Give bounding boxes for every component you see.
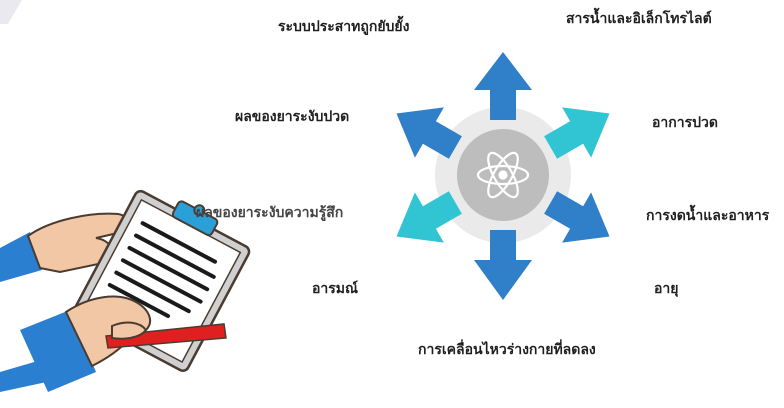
factor-hub-diagram xyxy=(396,52,610,300)
factor-label-top-right: สารน้ำและอิเล็กโทรไลต์ xyxy=(566,11,712,27)
factor-label-mid-right: อาการปวด xyxy=(652,115,718,131)
clipboard-hand-illustration xyxy=(0,189,251,392)
factor-label-low-left: ผลของยาระงับความรู้สึก xyxy=(196,205,344,221)
factor-label-low-right: การงดน้ำและอาหาร xyxy=(646,208,770,224)
factor-label-bot-right: อายุ xyxy=(654,281,679,297)
factor-label-bottom: การเคลื่อนไหวร่างกายที่ลดลง xyxy=(418,342,596,358)
arrow-lower-right xyxy=(544,191,610,243)
pen-icon xyxy=(105,323,227,349)
arrow-upper-left xyxy=(396,107,462,159)
left-edge-decoration xyxy=(0,0,22,24)
arrow-lower-left xyxy=(396,191,462,243)
arrow-up xyxy=(474,52,532,120)
atom-icon xyxy=(476,151,530,199)
factor-label-bot-left: อารมณ์ xyxy=(312,281,359,297)
factor-label-mid-left: ผลของยาระงับปวด xyxy=(235,109,350,125)
arrow-down xyxy=(474,230,532,300)
factor-label-top-left: ระบบประสาทถูกยับยั้ง xyxy=(278,19,410,35)
arrow-upper-right xyxy=(544,107,610,159)
